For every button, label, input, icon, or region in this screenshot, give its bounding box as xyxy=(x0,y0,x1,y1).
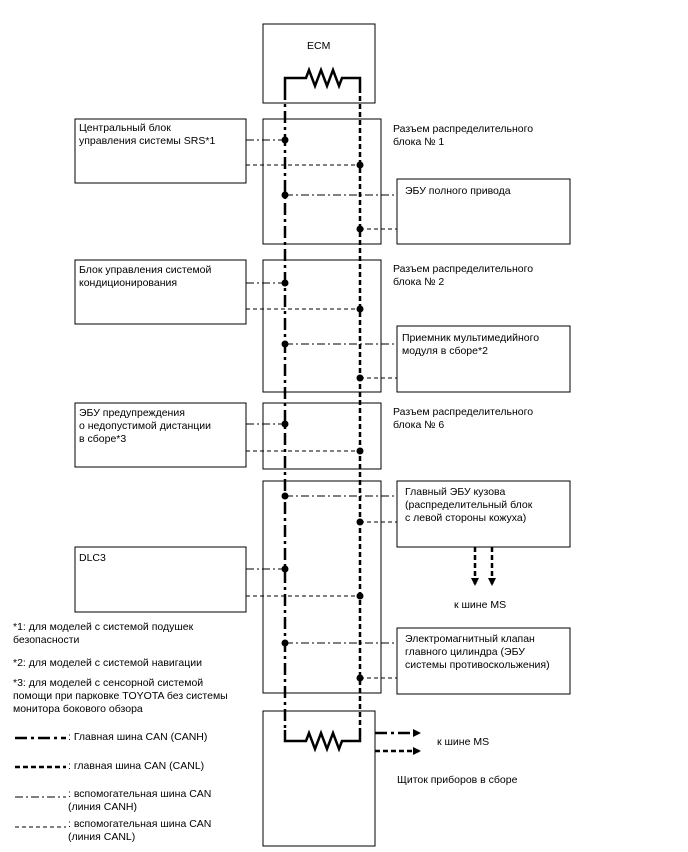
junction-dot xyxy=(281,340,289,348)
junction-block-4-box xyxy=(262,480,382,694)
legend-sub-canl-label: : вспомогательная шина CAN (линия CANL) xyxy=(68,818,212,843)
junction-dot xyxy=(356,592,364,600)
ecm-resistor xyxy=(283,66,362,90)
distance-module-box xyxy=(74,402,247,468)
multimedia-box xyxy=(396,325,571,393)
junction-dot xyxy=(356,305,364,313)
srs-module-box xyxy=(74,118,247,184)
junction-dot xyxy=(281,492,289,500)
junction-dot xyxy=(356,674,364,682)
junction-dot xyxy=(356,374,364,382)
brake-ecu-label: Электромагнитный клапан главного цилиндр… xyxy=(405,633,550,671)
junction-block-1-label: Разъем распределительного блока № 1 xyxy=(393,123,534,148)
brake-ecu-box xyxy=(396,627,571,695)
legend-main-canl-label: : главная шина CAN (CANL) xyxy=(68,760,205,772)
footnote-3: *3: для моделей с сенсорной системой пом… xyxy=(13,677,228,715)
ms-bus-label-2: к шине MS xyxy=(437,736,490,748)
junction-dot xyxy=(356,518,364,526)
junction-block-1-box xyxy=(262,118,382,245)
junction-dot xyxy=(356,447,364,455)
junction-dot xyxy=(281,565,289,573)
awd-ecu-label: ЭБУ полного привода xyxy=(405,185,511,197)
ms-bus-label-1: к шине MS xyxy=(454,599,507,611)
dlc3-box xyxy=(74,546,247,613)
junction-block-2-label: Разъем распределительного блока № 2 xyxy=(393,263,534,288)
junction-block-2-box xyxy=(262,259,382,393)
junction-dot xyxy=(356,161,364,169)
ac-module-label: Блок управления системой кондиционирован… xyxy=(79,264,212,289)
junction-dot xyxy=(281,191,289,199)
junction-dot xyxy=(281,639,289,647)
multimedia-label: Приемник мультимедийного модуля в сборе*… xyxy=(402,332,540,357)
ac-module-box xyxy=(74,259,247,325)
legend-main-canh-label: : Главная шина CAN (CANH) xyxy=(68,731,208,743)
legend-sub-canh-label: : вспомогательная шина CAN (линия CANH) xyxy=(68,788,212,813)
distance-module-label: ЭБУ предупреждения о недопустимой дистан… xyxy=(79,407,212,445)
junction-dot xyxy=(281,279,289,287)
awd-ecu-box xyxy=(396,178,571,245)
junction-dot xyxy=(281,420,289,428)
body-ecu-label: Главный ЭБУ кузова (распределительный бл… xyxy=(405,486,533,524)
body-ecu-box xyxy=(396,480,571,548)
ecm-box xyxy=(262,23,376,104)
junction-dot xyxy=(356,225,364,233)
srs-module-label: Центральный блок управления системы SRS*… xyxy=(79,122,216,147)
combination-meter-box xyxy=(262,710,376,847)
footnote-2: *2: для моделей с системой навигации xyxy=(13,657,202,669)
junction-block-6-box xyxy=(262,402,382,470)
footnote-1: *1: для моделей с системой подушек безоп… xyxy=(13,621,194,646)
junction-dot xyxy=(281,136,289,144)
ecm-label: ECM xyxy=(307,40,331,52)
combination-meter-label: Щиток приборов в сборе xyxy=(397,774,518,786)
dlc3-label: DLC3 xyxy=(79,552,106,564)
meter-resistor xyxy=(283,729,362,753)
junction-block-6-label: Разъем распределительного блока № 6 xyxy=(393,406,534,431)
